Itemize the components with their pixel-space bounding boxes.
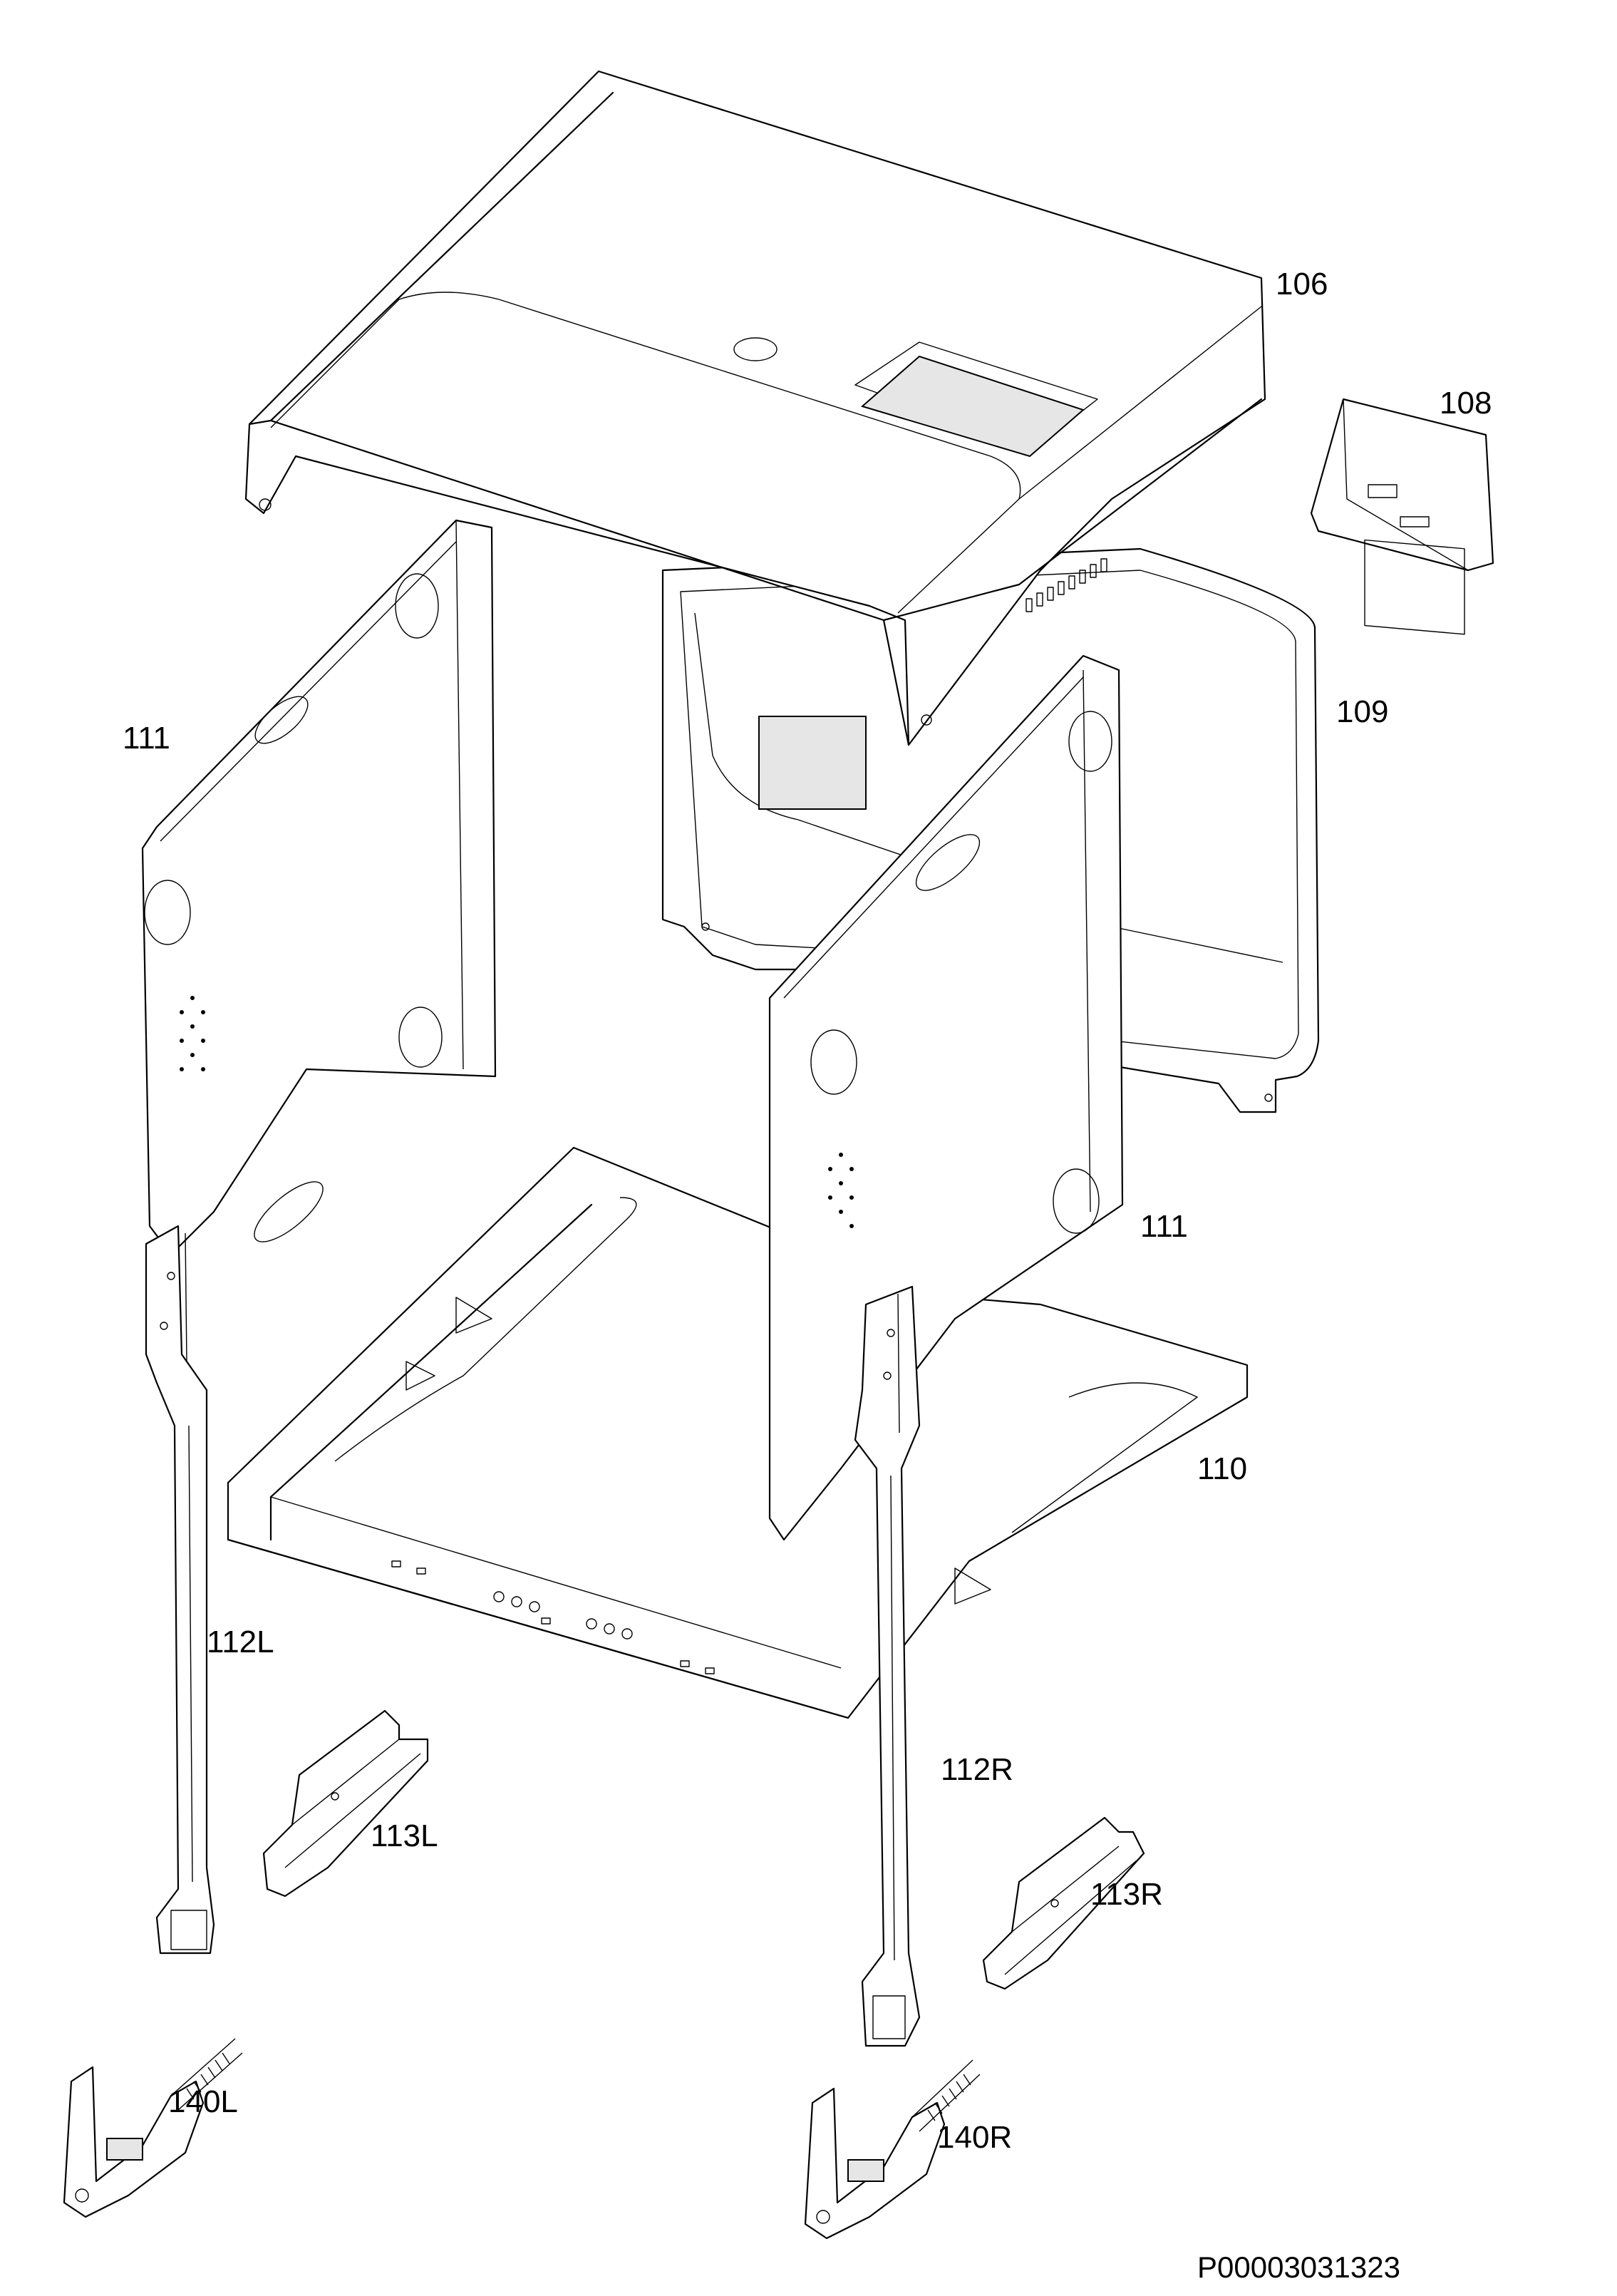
part-110-bottom-base bbox=[227, 1146, 1249, 1719]
callout-labels: 106 108 109 110 111 111 112L 112R 113L 1… bbox=[123, 267, 1492, 2155]
part-111-right-side-wall bbox=[768, 654, 1124, 1541]
label-108: 108 bbox=[1440, 386, 1492, 421]
right-wall-holes bbox=[828, 1153, 854, 1228]
part-140L-hinge bbox=[63, 2038, 243, 2218]
part-113R-bracket bbox=[982, 1816, 1145, 1990]
label-112L: 112L bbox=[207, 1625, 274, 1659]
left-wall-holes bbox=[180, 996, 205, 1071]
part-112R-right-rail bbox=[854, 1285, 921, 2047]
part-140R-hinge bbox=[804, 2059, 981, 2240]
label-113R: 113R bbox=[1090, 1877, 1163, 1912]
part-108-control-panel bbox=[1310, 398, 1494, 635]
label-111-left: 111 bbox=[123, 721, 170, 756]
part-111-left-side-wall bbox=[141, 519, 497, 1256]
drawing-code: P00003031323 bbox=[1197, 2250, 1400, 2284]
vent-slots bbox=[1026, 558, 1107, 612]
label-112R: 112R bbox=[941, 1752, 1013, 1787]
part-106-top-cover bbox=[244, 70, 1266, 746]
part-113L-bracket bbox=[262, 1709, 429, 1898]
label-111-right: 111 bbox=[1140, 1209, 1188, 1244]
label-140R: 140R bbox=[937, 2120, 1012, 2155]
part-112L-left-rail bbox=[145, 1225, 215, 1955]
label-110: 110 bbox=[1197, 1451, 1247, 1486]
label-106: 106 bbox=[1276, 267, 1328, 302]
label-113L: 113L bbox=[371, 1818, 438, 1853]
base-front-holes bbox=[391, 1560, 715, 1674]
label-140L: 140L bbox=[168, 2084, 238, 2119]
label-109: 109 bbox=[1336, 694, 1388, 729]
